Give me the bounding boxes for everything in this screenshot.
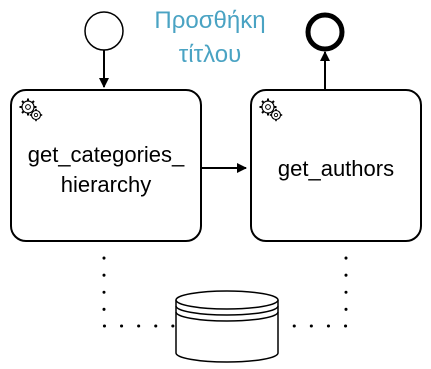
- task-label-line-2: hierarchy: [60, 172, 152, 197]
- data-store[interactable]: [175, 290, 279, 363]
- task-get-categories-hierarchy[interactable]: get_categories_ hierarchy: [10, 89, 202, 242]
- start-event[interactable]: [84, 11, 124, 51]
- gear-icon: [19, 98, 43, 122]
- title-line-2: τίτλου: [178, 41, 242, 68]
- task-get-authors[interactable]: get_authors: [250, 89, 422, 242]
- gear-icon: [259, 98, 283, 122]
- diagram-title: Προσθήκη τίτλου: [120, 4, 300, 72]
- task-label: get_authors: [277, 156, 395, 181]
- association-task2-datastore: [276, 256, 348, 328]
- task-label-line-1: get_categories_: [27, 142, 185, 167]
- end-event[interactable]: [305, 12, 345, 52]
- title-line-1: Προσθήκη: [154, 7, 266, 34]
- association-task1-datastore: [102, 256, 180, 328]
